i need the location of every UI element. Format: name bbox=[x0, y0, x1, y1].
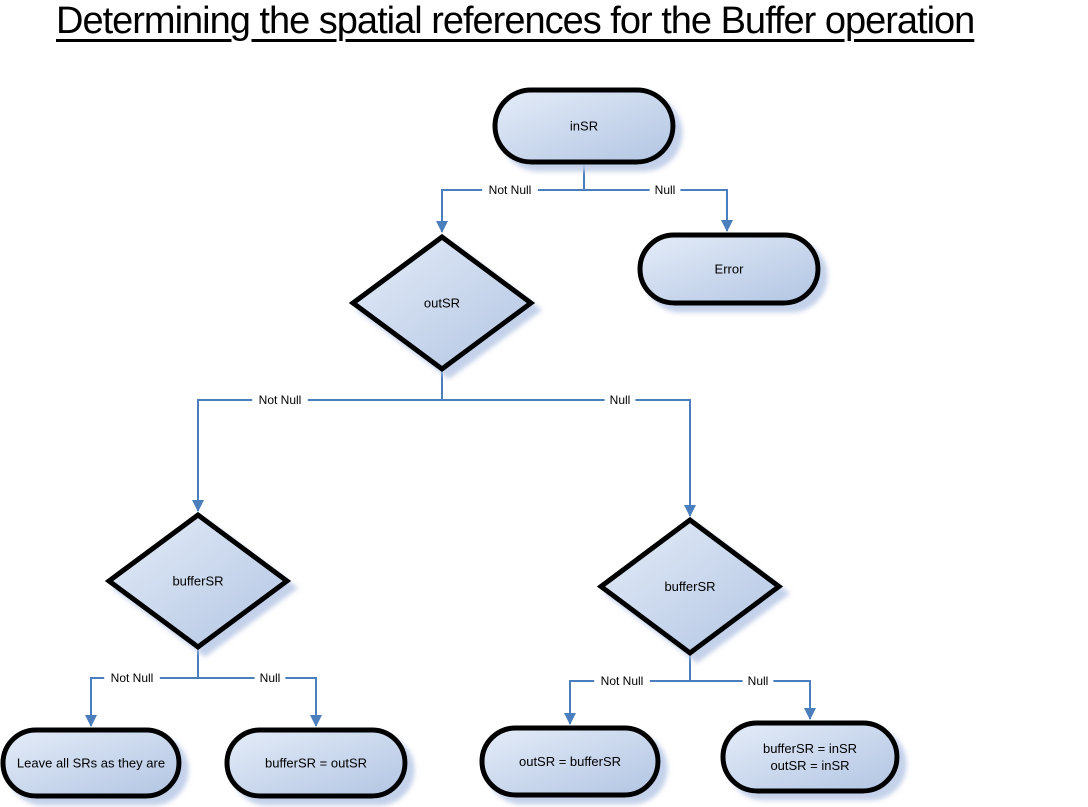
edge-label-text: Null bbox=[260, 671, 281, 685]
edge-label-text: Null bbox=[610, 393, 631, 407]
node-outsr: outSR bbox=[348, 233, 536, 373]
edge-label-text: Not Null bbox=[111, 671, 154, 685]
node-error: Error bbox=[637, 232, 821, 306]
node-leave-all-srs: Leave all SRs as they are bbox=[0, 727, 182, 799]
node-shape bbox=[104, 511, 292, 651]
node-shape bbox=[0, 727, 182, 799]
node-label: bufferSR bbox=[172, 574, 223, 589]
edge-buffersr-left-buffersr-eq-outsr bbox=[197, 647, 322, 727]
node-label: bufferSR = outSR bbox=[265, 756, 367, 771]
edge-label: Not Null bbox=[104, 670, 160, 686]
edge-label: Not Null bbox=[594, 673, 650, 689]
node-buffersr-eq-outsr: bufferSR = outSR bbox=[224, 727, 408, 799]
diagram-title: Determining the spatial references for t… bbox=[56, 0, 975, 42]
node-insr: inSR bbox=[492, 87, 676, 165]
edge-label: Null bbox=[742, 673, 774, 689]
edge-buffersr-left-leave-all-srs bbox=[85, 647, 199, 727]
node-outsr-eq-buffersr: outSR = bufferSR bbox=[479, 725, 661, 798]
edge-label: Null bbox=[254, 670, 286, 686]
node-shape bbox=[479, 725, 661, 798]
node-shape bbox=[492, 87, 676, 165]
edge-label: Null bbox=[604, 392, 636, 408]
nodes-layer: inSR Error outSR bufferSR bufferSR Leave all … bbox=[0, 87, 900, 799]
edge-label: Null bbox=[649, 182, 681, 198]
node-label: outSR = bufferSR bbox=[519, 754, 621, 769]
node-shape bbox=[637, 232, 821, 306]
node-label: inSR bbox=[570, 119, 598, 134]
node-label: outSR bbox=[424, 296, 460, 311]
edge-label-text: Null bbox=[748, 674, 769, 688]
edge-label-text: Not Null bbox=[601, 674, 644, 688]
node-label: bufferSR bbox=[664, 579, 715, 594]
node-shape bbox=[224, 727, 408, 799]
node-label: Leave all SRs as they are bbox=[17, 756, 165, 771]
edge-label-text: Null bbox=[655, 183, 676, 197]
edge-label-text: Not Null bbox=[259, 393, 302, 407]
node-shape bbox=[596, 516, 784, 657]
edge-label: Not Null bbox=[252, 392, 308, 408]
node-buffersr-right: bufferSR bbox=[596, 516, 784, 657]
edge-label-text: Not Null bbox=[489, 183, 532, 197]
node-buffersr-left: bufferSR bbox=[104, 511, 292, 651]
edge-outsr-buffersr-right bbox=[441, 369, 696, 517]
node-label: Error bbox=[715, 262, 745, 277]
node-shape bbox=[720, 720, 900, 794]
edge-outsr-buffersr-left bbox=[192, 369, 443, 512]
edge-label: Not Null bbox=[482, 182, 538, 198]
node-shape bbox=[348, 233, 536, 373]
